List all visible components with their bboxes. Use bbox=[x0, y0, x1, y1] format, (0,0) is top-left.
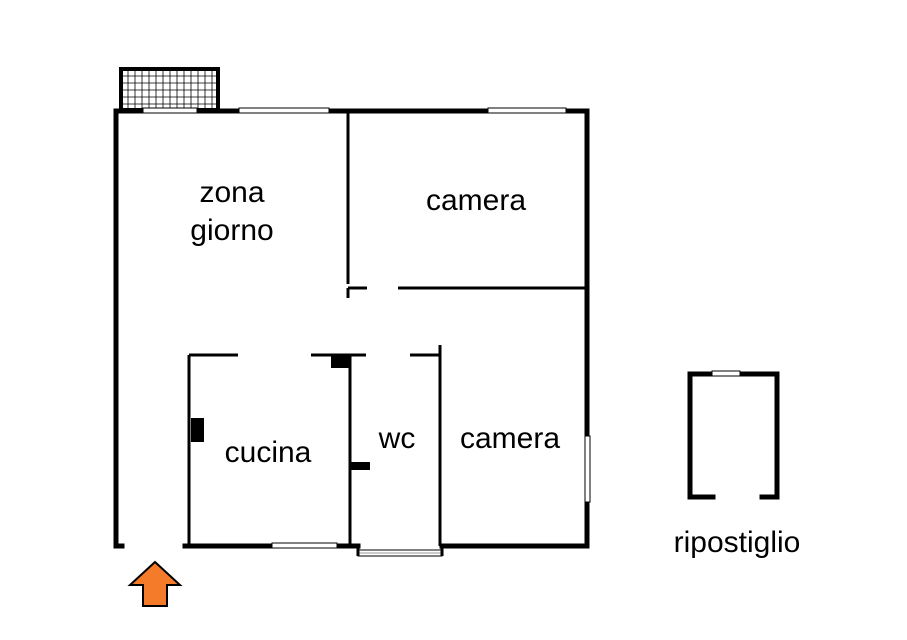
wc-pillar bbox=[331, 355, 350, 368]
room-label-kitchen: cucina bbox=[225, 436, 312, 469]
room-label-bedroom-bottom: camera bbox=[460, 422, 560, 455]
entrance-arrow-icon bbox=[127, 560, 183, 607]
outer-walls bbox=[113, 108, 590, 549]
room-label-living-line1: zona bbox=[199, 176, 264, 209]
room-label-storage: ripostiglio bbox=[674, 526, 801, 559]
interior-walls bbox=[187, 111, 587, 556]
storage-room bbox=[687, 370, 780, 500]
wc-fixture bbox=[351, 462, 370, 470]
balcony-grid-icon bbox=[119, 67, 220, 112]
kitchen-fixture bbox=[191, 418, 204, 442]
windows bbox=[142, 107, 591, 557]
room-label-bathroom: wc bbox=[378, 422, 416, 455]
room-label-living-line2: giorno bbox=[190, 214, 273, 247]
room-label-bedroom-top: camera bbox=[426, 184, 526, 217]
pillars bbox=[191, 355, 370, 470]
